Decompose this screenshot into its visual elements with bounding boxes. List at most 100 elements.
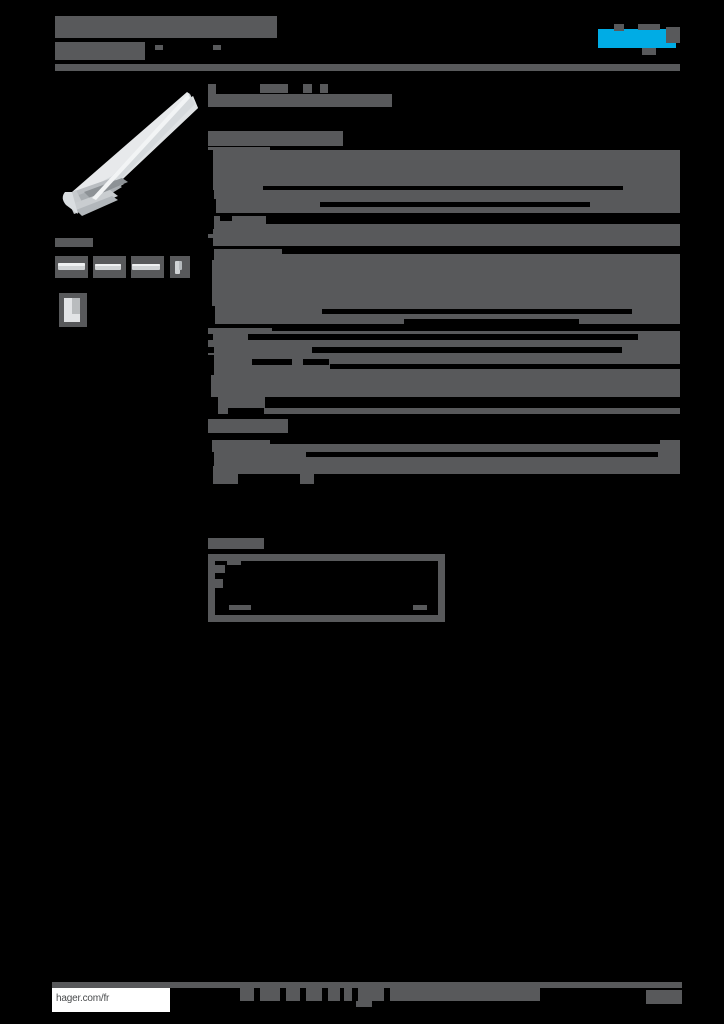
row-line-cut-4: [282, 249, 682, 254]
page-header: hager: [55, 14, 680, 71]
row-gutter-17: [208, 440, 212, 452]
spec-row-2: [208, 216, 686, 229]
footer-mark-1: [240, 988, 254, 1001]
hager-logo-notch-2: [638, 24, 660, 30]
row-line-cut-13: [228, 408, 264, 414]
row-line-cut-8: [312, 347, 622, 353]
row-line-cut-2: [320, 202, 590, 207]
row-divider-4: [208, 414, 680, 419]
hager-logo-underline: [642, 48, 656, 55]
row-divider-1: [208, 213, 680, 216]
thumbnail-4[interactable]: [170, 256, 190, 278]
row-line-cut-3: [266, 216, 686, 224]
note-box: [208, 554, 445, 622]
spec-row-group-1: [208, 150, 680, 199]
spec-row-group-2: [208, 260, 680, 306]
row-line-cut-6: [404, 319, 579, 324]
row-gutter-1: [208, 150, 213, 199]
spec-row-1: [208, 199, 680, 213]
row-line-cut-11: [330, 364, 682, 369]
spec-row-10: [208, 440, 680, 452]
hager-logo-mark: [598, 29, 676, 48]
note-mark-2: [215, 579, 223, 588]
footer-mark-2: [260, 988, 280, 1001]
row-gutter-16: [208, 397, 218, 414]
row-divider-5: [208, 433, 680, 440]
product-image: [52, 88, 198, 218]
row-gutter-13: [208, 355, 214, 359]
row-gutter-15: [208, 375, 211, 397]
row-line-cut-15: [306, 452, 658, 457]
spec-row-9: [208, 397, 682, 414]
row-gutter-3: [208, 199, 216, 213]
row-line-cut-16: [238, 474, 300, 484]
footer-url[interactable]: hager.com/fr: [56, 993, 110, 1004]
spec-row-group-3: [208, 375, 680, 397]
thumbnail-2[interactable]: [93, 256, 126, 278]
spec-section-3-label: [208, 419, 288, 433]
header-divider: [55, 64, 680, 71]
hager-logo-notch-3: [666, 27, 680, 43]
row-gutter-2: [208, 190, 214, 199]
thumbnail-5-shade: [72, 298, 80, 314]
spec-row-4: [208, 249, 682, 260]
subheading-text: [208, 131, 343, 146]
row-line-cut-7: [248, 334, 638, 340]
page-subtitle: [55, 42, 145, 60]
row-gutter-10: [208, 306, 215, 324]
footer-divider: [52, 982, 682, 988]
footer-center-text: [240, 988, 540, 1007]
spec-row-7: [208, 347, 680, 359]
thumbnail-1-image: [58, 263, 85, 270]
row-line-cut-9: [252, 359, 292, 365]
thumbnail-3-highlight: [132, 264, 160, 266]
note-mark-5: [227, 561, 241, 565]
footer-mark-3: [286, 988, 300, 1001]
row-divider-2: [208, 246, 680, 249]
row-line-cut-10: [303, 359, 329, 365]
row-gutter-14: [208, 359, 214, 375]
note-mark-4: [413, 605, 427, 610]
page-subtitle-mark-1: [155, 45, 163, 50]
spec-section-1-label: [208, 147, 270, 150]
row-line-cut-17: [314, 474, 682, 484]
spec-row-6: [208, 331, 680, 347]
footer-url-box[interactable]: hager.com/fr: [52, 988, 170, 1012]
note-mark-1: [215, 565, 225, 573]
thumbnail-5[interactable]: [59, 293, 87, 327]
row-gutter-18: [208, 452, 214, 466]
footer-mark-5: [328, 988, 340, 1001]
page-subtitle-mark-2: [213, 45, 221, 50]
footer-mark-6: [344, 988, 352, 1001]
thumbnail-1-highlight: [58, 263, 85, 266]
spec-row-11: [208, 452, 680, 466]
spec-section-2-label: [208, 328, 272, 331]
page-footer: hager.com/fr: [52, 988, 682, 1012]
thumbnail-1[interactable]: [55, 256, 88, 278]
row-line-cut-14: [270, 440, 660, 444]
thumbnail-3-image: [132, 264, 160, 270]
spec-row-12: [208, 466, 682, 484]
hager-logo: hager: [598, 24, 680, 55]
footer-mark-4: [306, 988, 322, 1001]
page-title: [55, 16, 277, 38]
footer-page-number: [646, 990, 682, 1004]
thumbnail-3[interactable]: [131, 256, 164, 278]
row-gutter-12: [208, 347, 214, 353]
note-mark-3: [229, 605, 251, 610]
row-divider-3: [208, 324, 680, 328]
heading-mark-4: [320, 84, 328, 93]
thumbnail-4-image: [175, 261, 180, 274]
row-gutter-4: [208, 216, 214, 229]
hager-logo-notch-1: [614, 24, 624, 31]
row-gutter-7: [208, 238, 213, 246]
footer-mark-8: [390, 988, 540, 1001]
heading-mark-1: [208, 84, 216, 94]
row-line-cut-12: [265, 397, 682, 408]
spec-row-8: [208, 359, 682, 375]
thumbnail-strip: [55, 238, 215, 278]
row-gutter-5: [220, 216, 238, 221]
row-line-cut-5: [322, 309, 632, 314]
row-gutter-19: [208, 466, 213, 484]
